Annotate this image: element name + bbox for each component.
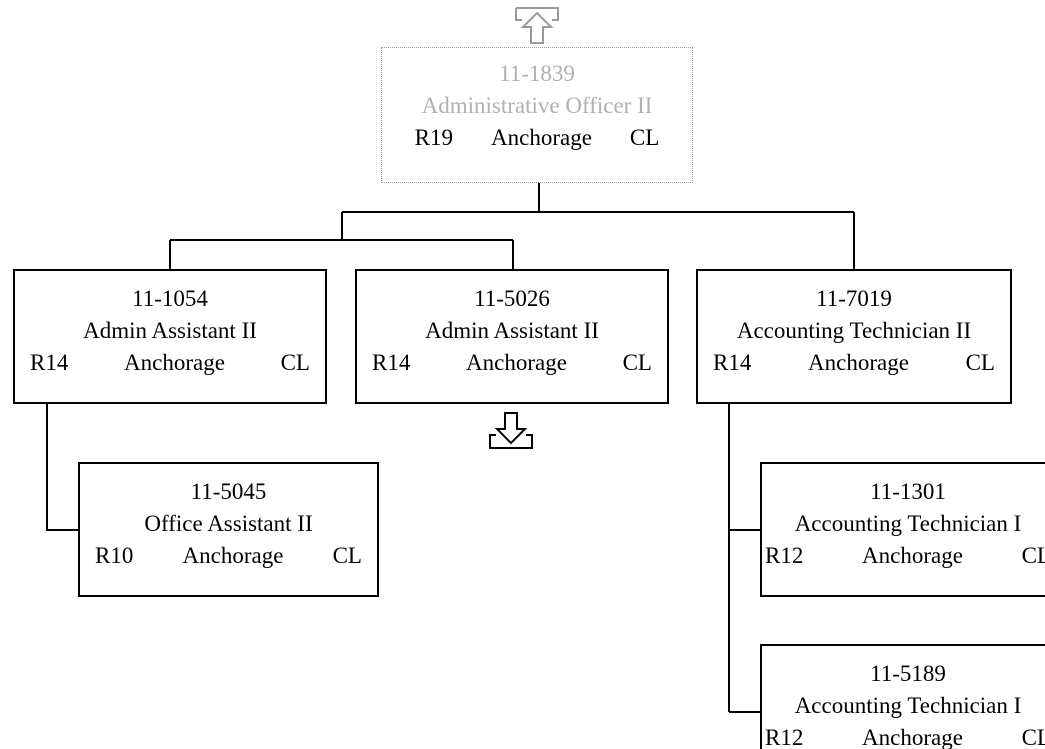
parent-position-node[interactable]: 11-1839 Administrative Officer II R19 An… — [381, 47, 693, 183]
position-range: R12 — [765, 725, 804, 749]
position-details: R14 Anchorage CL — [698, 347, 1010, 379]
position-title: Administrative Officer II — [421, 93, 653, 118]
position-type: CL — [629, 125, 660, 150]
position-type: CL — [280, 350, 310, 375]
position-node-11-1054[interactable]: 11-1054 Admin Assistant II R14 Anchorage… — [13, 269, 327, 404]
position-details: R10 Anchorage CL — [80, 540, 377, 572]
position-title: Admin Assistant II — [83, 318, 257, 343]
position-node-11-1301[interactable]: 11-1301 Accounting Technician I R12 Anch… — [760, 462, 1045, 597]
connector-to-office-assistant — [46, 403, 79, 531]
position-location: Anchorage — [466, 350, 567, 375]
position-range: R19 — [414, 125, 454, 150]
position-details: R12 Anchorage CL — [762, 540, 1045, 572]
position-details: R19 Anchorage CL — [382, 122, 692, 154]
position-number: 11-1301 — [870, 479, 946, 504]
position-location: Anchorage — [862, 543, 963, 568]
position-type: CL — [1021, 543, 1045, 568]
position-location: Anchorage — [491, 125, 592, 150]
arrow-down-icon[interactable] — [486, 411, 536, 451]
position-location: Anchorage — [862, 725, 963, 749]
position-number: 11-5026 — [474, 286, 550, 311]
position-type: CL — [965, 350, 995, 375]
position-details: R14 Anchorage CL — [15, 347, 325, 379]
position-type: CL — [332, 543, 362, 568]
position-range: R14 — [372, 350, 411, 375]
position-title: Admin Assistant II — [425, 318, 599, 343]
position-number: 11-5189 — [870, 661, 946, 686]
position-type: CL — [622, 350, 652, 375]
position-number: 11-5045 — [190, 479, 267, 504]
position-number: 11-7019 — [816, 286, 892, 311]
position-location: Anchorage — [808, 350, 909, 375]
position-range: R14 — [30, 350, 69, 375]
position-range: R12 — [765, 543, 804, 568]
position-location: Anchorage — [182, 543, 284, 568]
position-range: R14 — [713, 350, 752, 375]
position-title: Office Assistant II — [144, 511, 313, 536]
position-number: 11-1054 — [132, 286, 208, 311]
arrow-up-icon[interactable] — [512, 6, 562, 46]
position-range: R10 — [95, 543, 134, 568]
position-details: R12 Anchorage CL — [762, 722, 1045, 749]
position-details: R14 Anchorage CL — [357, 347, 667, 379]
position-node-11-7019[interactable]: 11-7019 Accounting Technician II R14 Anc… — [696, 269, 1012, 404]
position-number: 11-1839 — [499, 61, 575, 86]
position-node-11-5189[interactable]: 11-5189 Accounting Technician I R12 Anch… — [760, 644, 1045, 749]
position-title: Accounting Technician I — [794, 693, 1022, 718]
position-type: CL — [1021, 725, 1045, 749]
position-location: Anchorage — [124, 350, 225, 375]
position-title: Accounting Technician II — [736, 318, 972, 343]
position-node-11-5045[interactable]: 11-5045 Office Assistant II R10 Anchorag… — [78, 462, 379, 597]
position-title: Accounting Technician I — [794, 511, 1022, 536]
position-node-11-5026[interactable]: 11-5026 Admin Assistant II R14 Anchorage… — [355, 269, 669, 404]
